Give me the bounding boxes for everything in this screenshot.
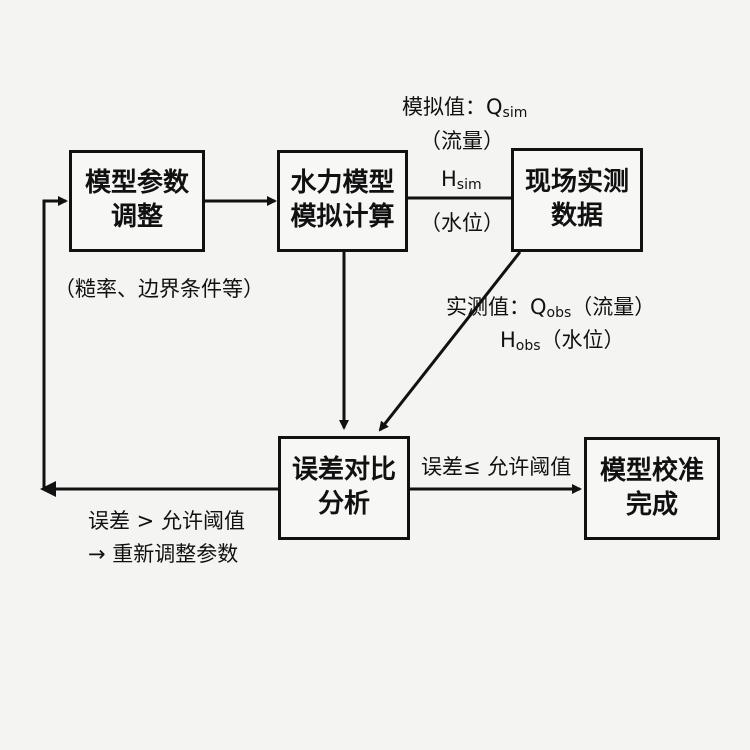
sim-h-label: Hsim	[441, 166, 482, 195]
arrow-field-to-compare	[378, 251, 522, 432]
obs-value-prefix: 实测值：Q	[446, 295, 547, 319]
sim-value-sub: sim	[502, 105, 528, 121]
node-field-measure-line1: 现场实测	[524, 167, 629, 198]
node-calib-done-line1: 模型校准	[599, 455, 704, 486]
sim-level-label: （水位）	[420, 211, 504, 235]
sim-value-prefix: 模拟值：Q	[402, 95, 503, 119]
obs-flow: （流量）	[571, 295, 656, 319]
obs-level: （水位）	[540, 328, 625, 352]
node-hydraulic-model-line2: 模拟计算	[290, 202, 395, 232]
node-field-measure: 现场实测 数据	[511, 148, 643, 252]
node-field-measure-line2: 数据	[550, 201, 603, 231]
sim-flow-label: （流量）	[420, 129, 504, 153]
obs-value-label: 实测值：Qobs（流量）	[446, 294, 655, 323]
readjust-label: → 重新调整参数	[88, 542, 239, 566]
node-param-adjust: 模型参数 调整	[69, 150, 205, 252]
node-error-compare-line2: 分析	[317, 489, 370, 519]
obs-value-sub: obs	[546, 305, 572, 321]
sim-value-label: 模拟值：Qsim	[402, 94, 527, 123]
obs-h-sub: obs	[515, 338, 541, 354]
node-hydraulic-model: 水力模型 模拟计算	[277, 150, 408, 252]
arrow-feedback-loop	[42, 196, 278, 491]
node-hydraulic-model-line1: 水力模型	[290, 168, 395, 199]
sim-h-sub: sim	[456, 177, 482, 193]
node-error-compare: 误差对比 分析	[278, 436, 410, 540]
node-param-adjust-line2: 调整	[110, 202, 163, 232]
error-gt-label: 误差 > 允许阈值	[88, 509, 245, 533]
param-note: （糙率、边界条件等）	[54, 277, 264, 301]
sim-h-letter: H	[441, 167, 457, 191]
error-le-label: 误差≤ 允许阈值	[421, 455, 572, 479]
obs-h-letter: H	[500, 328, 516, 352]
obs-h-label: Hobs（水位）	[500, 327, 625, 356]
node-error-compare-line1: 误差对比	[291, 455, 396, 486]
node-param-adjust-line1: 模型参数	[84, 168, 189, 199]
node-calib-done-line2: 完成	[625, 489, 678, 520]
node-calib-done: 模型校准 完成	[584, 437, 720, 540]
feedback-left-arrowhead	[40, 481, 56, 497]
